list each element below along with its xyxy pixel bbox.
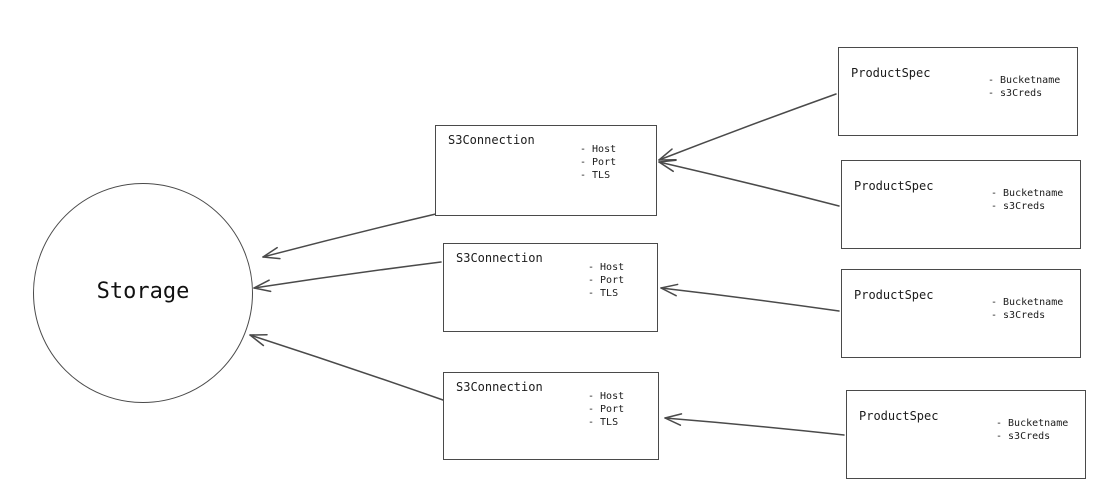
arrow	[658, 93, 837, 161]
s3connection-box[interactable]	[443, 243, 658, 332]
arrow	[660, 283, 840, 312]
storage-label: Storage	[96, 279, 190, 304]
s3connection-attribute: - TLS	[588, 417, 619, 429]
s3connection-attribute: - Host	[588, 391, 625, 402]
storage-circle[interactable]	[33, 183, 253, 403]
productspec-attribute-list: - Bucketname - s3Creds	[991, 187, 1063, 213]
productspec-attribute: - Bucketname	[988, 75, 1061, 86]
s3connection-title: S3Connection	[456, 251, 543, 265]
productspec-box[interactable]	[841, 269, 1081, 358]
productspec-box[interactable]	[841, 160, 1081, 249]
s3connection-attribute: - Port	[588, 404, 625, 416]
productspec-box[interactable]	[838, 47, 1078, 136]
s3connection-title: S3Connection	[456, 380, 543, 394]
productspec-attribute: - Bucketname	[996, 418, 1069, 429]
arrow	[253, 261, 442, 293]
productspec-attribute-list: - Bucketname - s3Creds	[991, 296, 1063, 322]
arrow	[262, 212, 441, 260]
arrow	[664, 413, 845, 436]
s3connection-box[interactable]	[443, 372, 659, 460]
productspec-title: ProductSpec	[851, 66, 931, 80]
s3connection-attribute: - Host	[580, 144, 617, 155]
s3connection-box[interactable]	[435, 125, 657, 216]
productspec-title: ProductSpec	[854, 179, 934, 193]
s3connection-attribute-list: - Host - Port- TLS	[588, 390, 624, 430]
s3connection-attribute: - Port	[588, 275, 625, 287]
productspec-attribute: - s3Creds	[988, 88, 1043, 100]
productspec-title: ProductSpec	[859, 409, 939, 423]
productspec-title: ProductSpec	[854, 288, 934, 302]
productspec-attribute: - Bucketname	[991, 297, 1064, 308]
productspec-attribute: - s3Creds	[991, 310, 1046, 322]
s3connection-attribute: - TLS	[580, 170, 611, 182]
arrow	[249, 333, 444, 401]
s3connection-attribute-list: - Host - Port- TLS	[580, 143, 616, 183]
s3connection-title: S3Connection	[448, 133, 535, 147]
productspec-attribute-list: - Bucketname - s3Creds	[988, 74, 1060, 100]
productspec-attribute: - s3Creds	[991, 201, 1046, 213]
s3connection-attribute: - Port	[580, 157, 617, 169]
productspec-attribute: - s3Creds	[996, 431, 1051, 443]
productspec-box[interactable]	[846, 390, 1086, 479]
productspec-attribute-list: - Bucketname - s3Creds	[996, 417, 1068, 443]
s3connection-attribute-list: - Host - Port- TLS	[588, 261, 624, 301]
s3connection-attribute: - Host	[588, 262, 625, 273]
s3connection-attribute: - TLS	[588, 288, 619, 300]
productspec-attribute: - Bucketname	[991, 188, 1064, 199]
arrow	[658, 159, 840, 207]
